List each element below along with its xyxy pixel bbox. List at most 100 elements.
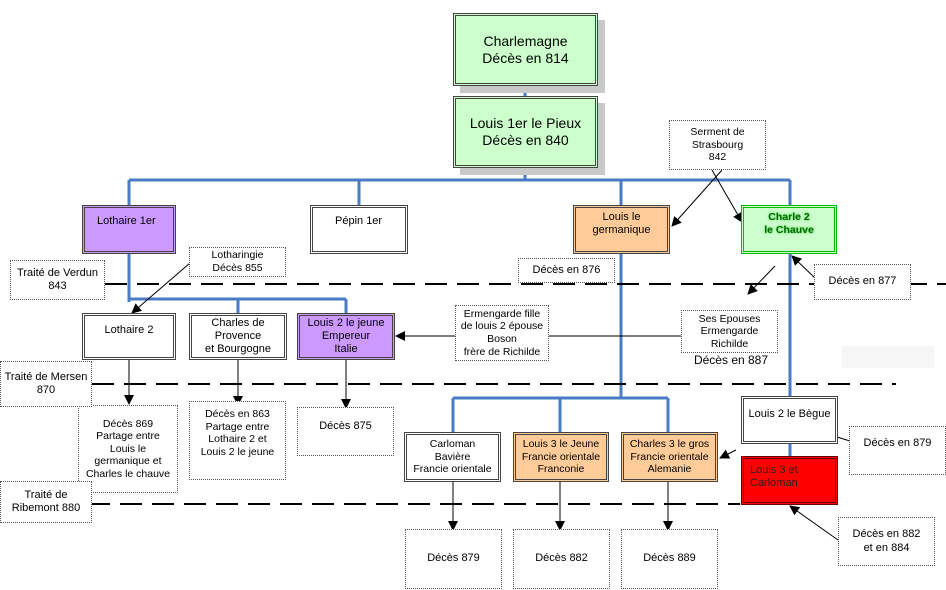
note-deces875-label: Décès 875 bbox=[319, 420, 372, 432]
treaty-dashed-lines bbox=[88, 283, 946, 505]
note-lotharingie: Lotharingie Décès 855 bbox=[189, 247, 286, 277]
note-epouses-line1: Ses Epouses bbox=[698, 312, 761, 325]
node-charles3-gros-line2: Francie orientale bbox=[630, 450, 709, 463]
node-charlemagne: Charlemagne Décès en 814 bbox=[453, 13, 598, 86]
note-deces879-label: Décès 879 bbox=[427, 552, 480, 565]
node-lothaire-1er: Lothaire 1er bbox=[82, 205, 176, 254]
node-louis-germanique-line2: germanique bbox=[592, 224, 651, 237]
note-deces-876: Décès en 876 bbox=[518, 258, 615, 283]
note-ermengarde-line1: Ermengarde fille bbox=[463, 307, 541, 320]
node-louis-le-germanique: Louis le germanique bbox=[573, 205, 670, 254]
note-deces-887: Décès en 887 bbox=[693, 353, 769, 367]
note-lotharingie-line1: Lotharingie bbox=[211, 249, 264, 262]
blue-connectors bbox=[127, 86, 792, 456]
note-deces-863: Décès en 863 Partage entre Lothaire 2 et… bbox=[189, 401, 286, 480]
node-charles3-gros-line3: Alemanie bbox=[647, 463, 692, 476]
note-ses-epouses: Ses Epouses Ermengarde Richilde bbox=[681, 310, 778, 353]
note-serment-line2: Strasbourg bbox=[691, 138, 744, 151]
node-louis1-line2: Décès en 840 bbox=[482, 132, 569, 148]
node-lothaire1-label: Lothaire 1er bbox=[97, 215, 156, 227]
treaty-verdun-line1: Traité de Verdun bbox=[17, 266, 98, 279]
note-deces863-line2: Partage entre bbox=[205, 420, 270, 433]
note-deces-877: Décès en 877 bbox=[814, 264, 911, 300]
note-deces863-line1: Décès en 863 bbox=[205, 408, 270, 420]
note-serment-line1: Serment de bbox=[690, 126, 745, 139]
note-deces-879: Décès 879 bbox=[405, 529, 502, 589]
node-louis3-carloman-line1: Louis 3 et bbox=[750, 464, 798, 476]
note-serment-de-strasbourg: Serment de Strasbourg 842 bbox=[669, 120, 766, 170]
treaty-mersen-line2: 870 bbox=[36, 384, 56, 396]
node-louis2-jeune-line1: Louis 2 le jeune bbox=[307, 316, 385, 329]
node-charles-de-provence: Charles de Provence et Bourgogne bbox=[189, 313, 287, 360]
note-deces869-line4: germanique et bbox=[94, 455, 162, 468]
node-louis-3-et-carloman: Louis 3 et Carloman bbox=[741, 456, 838, 505]
node-louis3-jeune-line2: Francie orientale bbox=[521, 450, 601, 463]
note-serment-line3: 842 bbox=[708, 151, 727, 164]
node-lothaire-2: Lothaire 2 bbox=[82, 313, 176, 360]
node-lothaire2-label: Lothaire 2 bbox=[104, 324, 154, 336]
node-charles3-gros-line1: Charles 3 le gros bbox=[629, 438, 710, 451]
node-charles2-line1: Charle 2 bbox=[768, 211, 810, 223]
node-carloman: Carloman Bavière Francie orientale bbox=[404, 432, 501, 482]
treaty-verdun: Traité de Verdun 843 bbox=[10, 260, 105, 300]
node-carloman-line3: Francie orientale bbox=[413, 463, 492, 476]
note-deces882-884-line2: et en 884 bbox=[863, 541, 910, 554]
arrows bbox=[124, 169, 854, 541]
note-deces863-line3: Lothaire 2 et bbox=[208, 433, 267, 446]
note-ermengarde: Ermengarde fille de louis 2 épouse Boson… bbox=[455, 305, 549, 361]
note-deces-869: Décès 869 Partage entre Louis le germani… bbox=[78, 405, 178, 493]
note-deces879-right-label: Décès en 879 bbox=[863, 437, 932, 449]
note-deces-875: Décès 875 bbox=[297, 407, 394, 456]
note-deces-889: Décès 889 bbox=[621, 529, 718, 589]
treaty-verdun-line2: 843 bbox=[48, 280, 67, 292]
note-deces863-line4: Louis 2 le jeune bbox=[200, 445, 275, 458]
node-louis1-line1: Louis 1er le Pieux bbox=[469, 115, 582, 132]
node-carloman-line2: Bavière bbox=[434, 450, 471, 463]
node-louis-1er-le-pieux: Louis 1er le Pieux Décès en 840 bbox=[453, 96, 598, 168]
note-deces-879-right: Décès en 879 bbox=[849, 426, 946, 475]
node-louis2-begue-label: Louis 2 le Bègue bbox=[748, 408, 831, 420]
node-pepin-1er: Pépin 1er bbox=[310, 205, 408, 254]
treaty-ribemont-line2: Ribemont 880 bbox=[11, 502, 81, 514]
node-charles-provence-line3: et Bourgogne bbox=[204, 343, 272, 356]
note-epouses-line3: Richilde bbox=[710, 337, 749, 350]
note-deces-882: Décès 882 bbox=[513, 529, 610, 589]
note-deces-882-884: Décès en 882 et en 884 bbox=[838, 517, 935, 566]
node-charles-provence-line1: Charles de bbox=[211, 316, 265, 329]
note-deces869-line1: Décès 869 bbox=[102, 417, 154, 430]
node-louis-3-le-jeune: Louis 3 le Jeune Francie orientale Franc… bbox=[513, 432, 609, 482]
note-epouses-line2: Ermengarde bbox=[700, 325, 759, 338]
faint-background-rect bbox=[842, 346, 934, 368]
note-deces882-884-line1: Décès en 882 bbox=[852, 528, 921, 541]
note-deces869-line2: Partage entre bbox=[96, 430, 160, 443]
node-charles2-line2: le Chauve bbox=[764, 223, 814, 236]
note-lotharingie-line2: Décès 855 bbox=[212, 262, 263, 274]
node-louis2-jeune-line2: Empereur bbox=[321, 329, 371, 342]
node-louis-2-le-begue: Louis 2 le Bègue bbox=[741, 396, 838, 444]
note-ermengarde-line2: de louis 2 épouse bbox=[460, 320, 544, 333]
node-charlemagne-line2: Décès en 814 bbox=[482, 49, 569, 66]
node-louis-germanique-line1: Louis le bbox=[602, 211, 641, 223]
node-louis3-jeune-line1: Louis 3 le Jeune bbox=[522, 438, 600, 451]
node-louis2-jeune-line3: Italie bbox=[334, 343, 358, 356]
node-charles-2-le-chauve: Charle 2 le Chauve bbox=[741, 205, 837, 254]
note-deces869-line5: Charles le chauve bbox=[85, 467, 171, 480]
node-louis3-jeune-line3: Franconie bbox=[537, 463, 585, 476]
treaty-mersen-line1: Traité de Mersen bbox=[4, 370, 88, 383]
node-charlemagne-line1: Charlemagne bbox=[483, 32, 568, 49]
note-ermengarde-line4: frère de Richilde bbox=[463, 345, 541, 358]
node-charles-provence-line2: Provence bbox=[214, 329, 262, 342]
note-deces876-label: Décès en 876 bbox=[532, 263, 601, 276]
note-deces877-label: Décès en 877 bbox=[828, 275, 897, 288]
node-carloman-line1: Carloman bbox=[429, 438, 476, 451]
note-deces882-label: Décès 882 bbox=[535, 552, 588, 565]
node-pepin1-label: Pépin 1er bbox=[335, 215, 383, 227]
node-louis-2-le-jeune: Louis 2 le jeune Empereur Italie bbox=[297, 313, 395, 360]
node-louis3-carloman-line2: Carloman bbox=[750, 477, 798, 490]
note-ermengarde-line3: Boson bbox=[487, 333, 517, 345]
treaty-ribemont: Traité de Ribemont 880 bbox=[0, 481, 92, 523]
treaty-mersen: Traité de Mersen 870 bbox=[0, 361, 92, 407]
note-deces869-line3: Louis le bbox=[109, 442, 147, 455]
note-deces889-label: Décès 889 bbox=[643, 552, 696, 565]
